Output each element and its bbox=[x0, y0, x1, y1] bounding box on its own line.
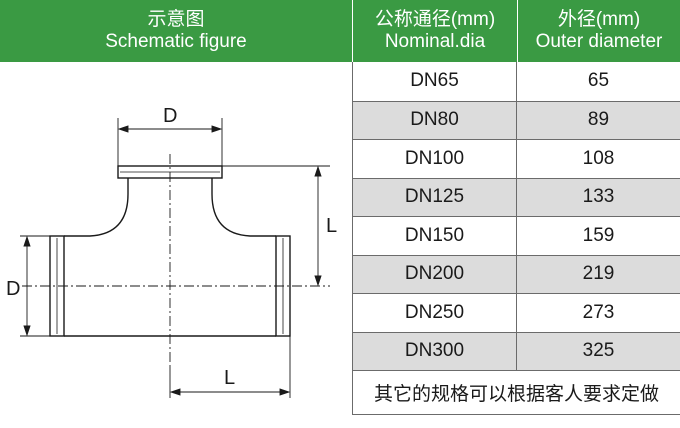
outer-cell: 219 bbox=[582, 263, 615, 285]
nominal-cell: DN300 bbox=[352, 332, 517, 370]
table-row: DN100 108 bbox=[352, 139, 680, 178]
outer-cell: 159 bbox=[582, 224, 615, 246]
table-row: DN150 159 bbox=[352, 216, 680, 255]
header-nominal-cn: 公称通径(mm) bbox=[374, 9, 496, 30]
spec-table: DN65 65 DN80 89 DN100 108 DN125 133 DN15… bbox=[352, 62, 680, 370]
table-bottom-border bbox=[352, 414, 680, 415]
nominal-cell: DN80 bbox=[352, 101, 517, 139]
header-divider bbox=[352, 0, 353, 62]
custom-spec-note: 其它的规格可以根据客人要求定做 bbox=[352, 370, 680, 414]
outer-cell: 133 bbox=[582, 186, 615, 208]
nominal-cell: DN250 bbox=[352, 294, 517, 332]
header-figure-cn: 示意图 bbox=[147, 9, 205, 30]
header-nominal: 公称通径(mm) Nominal.dia bbox=[353, 0, 517, 62]
table-row: DN80 89 bbox=[352, 100, 680, 139]
table-row: DN250 273 bbox=[352, 293, 680, 332]
label-l-right: L bbox=[326, 215, 337, 237]
header-divider bbox=[517, 0, 518, 62]
schematic-figure: D L D L bbox=[0, 62, 352, 428]
table-row: DN200 219 bbox=[352, 254, 680, 293]
header-figure-en: Schematic figure bbox=[105, 31, 247, 52]
label-d-top: D bbox=[163, 105, 177, 127]
label-l-bottom: L bbox=[224, 367, 235, 389]
header-outer-cn: 外径(mm) bbox=[557, 9, 641, 30]
outer-cell: 325 bbox=[582, 340, 615, 362]
nominal-cell: DN125 bbox=[352, 178, 517, 216]
outer-cell: 89 bbox=[587, 109, 610, 131]
outer-cell: 65 bbox=[587, 70, 610, 92]
table-row: DN300 325 bbox=[352, 331, 680, 370]
nominal-cell: DN150 bbox=[352, 217, 517, 255]
nominal-cell: DN100 bbox=[352, 140, 517, 178]
header-nominal-en: Nominal.dia bbox=[384, 31, 486, 52]
header-outer-en: Outer diameter bbox=[535, 31, 663, 52]
table-row: DN65 65 bbox=[352, 62, 680, 101]
tee-drawing: D L D L bbox=[6, 105, 337, 398]
header-outer: 外径(mm) Outer diameter bbox=[518, 0, 680, 62]
label-d-left: D bbox=[6, 278, 20, 300]
nominal-cell: DN200 bbox=[352, 255, 517, 293]
nominal-cell: DN65 bbox=[352, 62, 517, 101]
outer-cell: 273 bbox=[582, 301, 615, 323]
header-figure: 示意图 Schematic figure bbox=[0, 0, 352, 62]
table-row: DN125 133 bbox=[352, 177, 680, 216]
outer-cell: 108 bbox=[582, 147, 615, 169]
